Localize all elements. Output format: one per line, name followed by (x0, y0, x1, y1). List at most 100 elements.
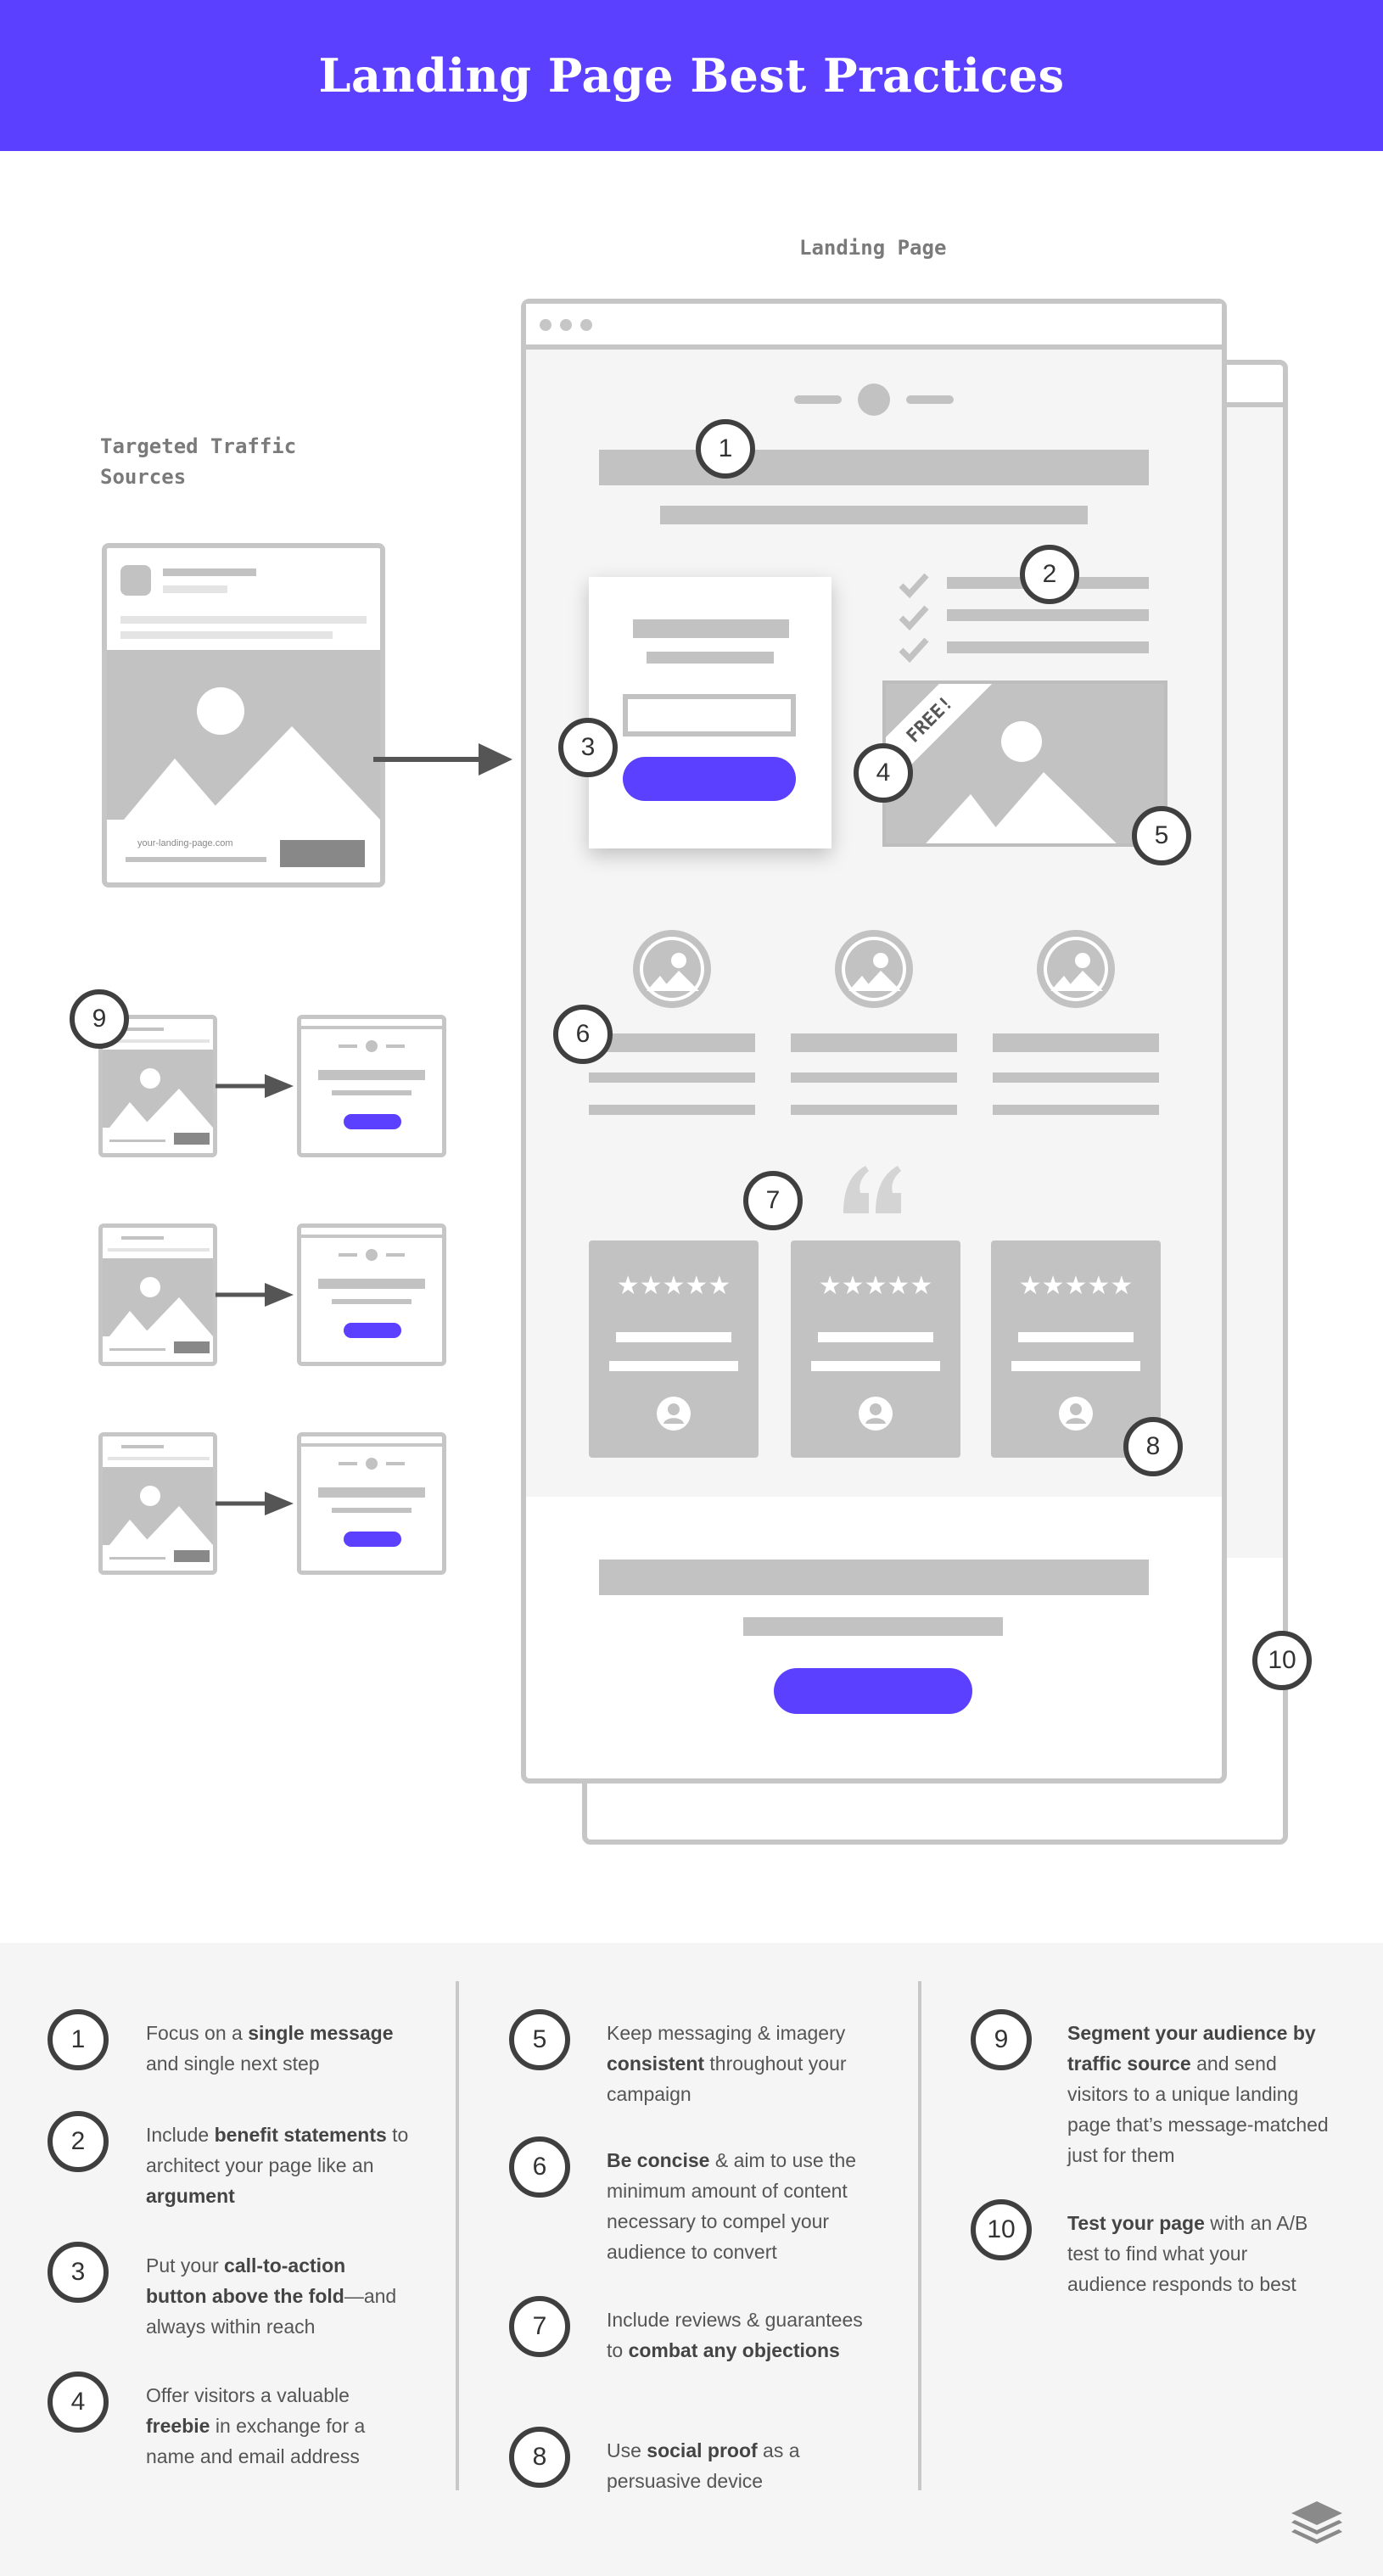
mini-ad (98, 1432, 217, 1575)
ad-text-placeholder (163, 585, 227, 593)
arrow-icon (216, 1074, 294, 1098)
callout-10: 10 (1252, 1631, 1312, 1690)
ad-text-placeholder (126, 857, 266, 862)
email-field[interactable] (623, 694, 796, 736)
legend-text-9: Segment your audience by traffic source … (1067, 2022, 1329, 2166)
mini-cta-button (344, 1114, 401, 1129)
legend-text-6: Be concise & aim to use the minimum amou… (607, 2149, 857, 2263)
image-icon (109, 1486, 213, 1545)
landing-page-label: Landing Page (799, 236, 947, 260)
legend-panel (0, 1943, 1383, 2576)
review-card: ★★★★★ (589, 1240, 759, 1458)
image-icon (835, 930, 913, 1008)
callout-1: 1 (696, 419, 755, 479)
feature-text-placeholder (993, 1105, 1159, 1115)
feature-text-placeholder (791, 1105, 957, 1115)
legend-text-8: Use social proof as a persuasive device (607, 2439, 800, 2492)
page-title: Landing Page Best Practices (318, 48, 1065, 103)
ad-mockup: your-landing-page.com (102, 543, 385, 888)
lead-form-card (589, 577, 831, 848)
review-card: ★★★★★ (991, 1240, 1161, 1458)
check-icon (899, 573, 929, 664)
legend-number-3: 3 (48, 2242, 109, 2303)
feature-text-placeholder (589, 1072, 755, 1083)
ad-text-placeholder (120, 631, 333, 639)
callout-7: 7 (743, 1171, 803, 1230)
review-text-placeholder (818, 1332, 933, 1342)
legend-number-8: 8 (509, 2427, 570, 2488)
user-icon (859, 1397, 893, 1431)
feature-text-placeholder (993, 1072, 1159, 1083)
ad-button[interactable] (280, 840, 365, 867)
star-icon: ★★★★★ (616, 1271, 731, 1301)
ad-text-placeholder (120, 616, 367, 624)
review-text-placeholder (1011, 1361, 1140, 1371)
arrow-icon (216, 1492, 294, 1515)
review-text-placeholder (616, 1332, 731, 1342)
legend-number-2: 2 (48, 2111, 109, 2172)
freebie-image: FREE! (882, 680, 1167, 847)
mini-landing-page (297, 1015, 446, 1157)
legend-number-10: 10 (971, 2199, 1032, 2260)
nav-link-placeholder (794, 395, 842, 404)
feature-title-placeholder (791, 1033, 957, 1052)
star-icon: ★★★★★ (1018, 1271, 1134, 1301)
mini-cta-button (344, 1532, 401, 1547)
callout-2: 2 (1020, 545, 1079, 604)
legend-number-5: 5 (509, 2009, 570, 2070)
window-dot-icon (580, 319, 592, 331)
review-text-placeholder (1018, 1332, 1134, 1342)
image-icon (109, 1068, 213, 1128)
mini-ad (98, 1015, 217, 1157)
ad-image (107, 650, 380, 820)
legend-number-7: 7 (509, 2296, 570, 2357)
callout-8: 8 (1123, 1417, 1183, 1476)
benefit-line-placeholder (947, 609, 1149, 621)
legend-text-2: Include benefit statements to architect … (146, 2124, 409, 2207)
callout-5: 5 (1132, 806, 1191, 865)
image-icon (633, 930, 711, 1008)
user-icon (1059, 1397, 1093, 1431)
feature-text-placeholder (791, 1072, 957, 1083)
legend-text-5: Keep messaging & imagery consistent thro… (607, 2022, 847, 2105)
mini-cta-button (344, 1323, 401, 1338)
legend-divider (918, 1981, 921, 2490)
closing-headline-placeholder (599, 1560, 1149, 1595)
ad-text-placeholder (163, 568, 256, 576)
feature-title-placeholder (993, 1033, 1159, 1052)
mini-landing-page (297, 1432, 446, 1575)
image-icon (124, 687, 380, 820)
logo-placeholder (858, 384, 890, 416)
header-banner: Landing Page Best Practices (0, 0, 1383, 151)
closing-text-placeholder (743, 1617, 1003, 1636)
headline-placeholder (599, 450, 1149, 485)
arrow-icon (216, 1283, 294, 1307)
legend-number-4: 4 (48, 2372, 109, 2433)
star-icon: ★★★★★ (818, 1271, 933, 1301)
review-text-placeholder (609, 1361, 738, 1371)
layers-logo-icon (1291, 2501, 1342, 2544)
legend-number-1: 1 (48, 2009, 109, 2070)
review-text-placeholder (811, 1361, 940, 1371)
cta-button[interactable] (623, 757, 796, 801)
legend-text-10: Test your page with an A/B test to find … (1067, 2212, 1308, 2295)
mini-ad (98, 1224, 217, 1366)
image-icon (926, 721, 1117, 843)
window-dot-icon (560, 319, 572, 331)
closing-cta-button[interactable] (774, 1668, 972, 1714)
window-dot-icon (540, 319, 552, 331)
review-card: ★★★★★ (791, 1240, 960, 1458)
targeted-traffic-label: Targeted Traffic Sources (100, 434, 297, 489)
subheadline-placeholder (660, 506, 1088, 524)
benefit-line-placeholder (947, 641, 1149, 653)
legend-text-7: Include reviews & guarantees to combat a… (607, 2309, 863, 2361)
quote-icon (843, 1166, 901, 1213)
form-title-placeholder (633, 619, 789, 638)
legend-text-1: Focus on a single message and single nex… (146, 2022, 394, 2075)
legend-number-9: 9 (971, 2009, 1032, 2070)
nav-link-placeholder (906, 395, 954, 404)
feature-text-placeholder (589, 1105, 755, 1115)
callout-3: 3 (558, 718, 618, 777)
legend-number-6: 6 (509, 2136, 570, 2198)
callout-6: 6 (553, 1005, 613, 1064)
